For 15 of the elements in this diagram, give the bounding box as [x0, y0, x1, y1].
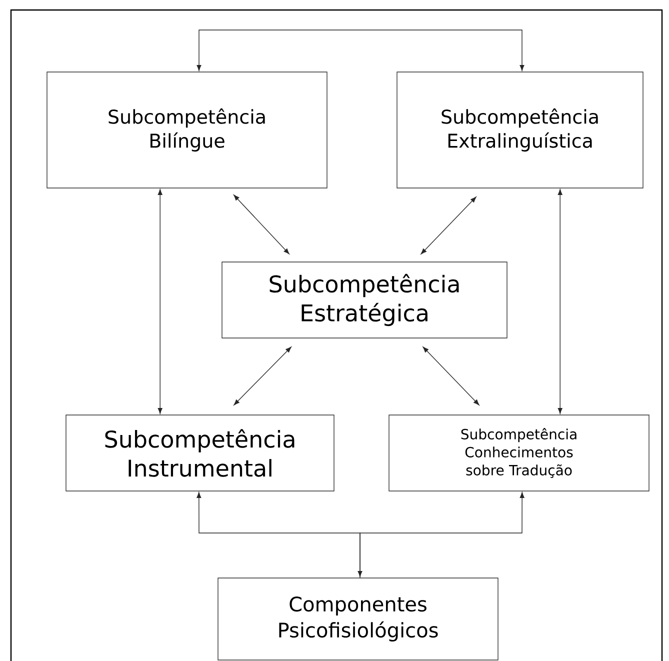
- arrow: [420, 196, 476, 254]
- text-box: Subcompetência Instrumental: [66, 414, 334, 492]
- arrow: [158, 189, 162, 414]
- text-box: Subcompetência Estratégica: [222, 262, 508, 338]
- arrow: [422, 346, 480, 406]
- arrow: [196, 492, 362, 577]
- arrow: [234, 194, 290, 254]
- arrow: [234, 346, 292, 406]
- text-box: Subcompetência Conhecimentos sobre Tradução: [388, 414, 650, 492]
- text-box: Subcompetência Bilíngue: [46, 72, 328, 188]
- text-box: Subcompetência Extralinguística: [396, 72, 644, 188]
- arrow: [196, 30, 524, 71]
- text-box: Componentes Psicofisiológicos: [218, 578, 498, 660]
- arrow: [558, 189, 562, 414]
- arrow: [360, 492, 524, 578]
